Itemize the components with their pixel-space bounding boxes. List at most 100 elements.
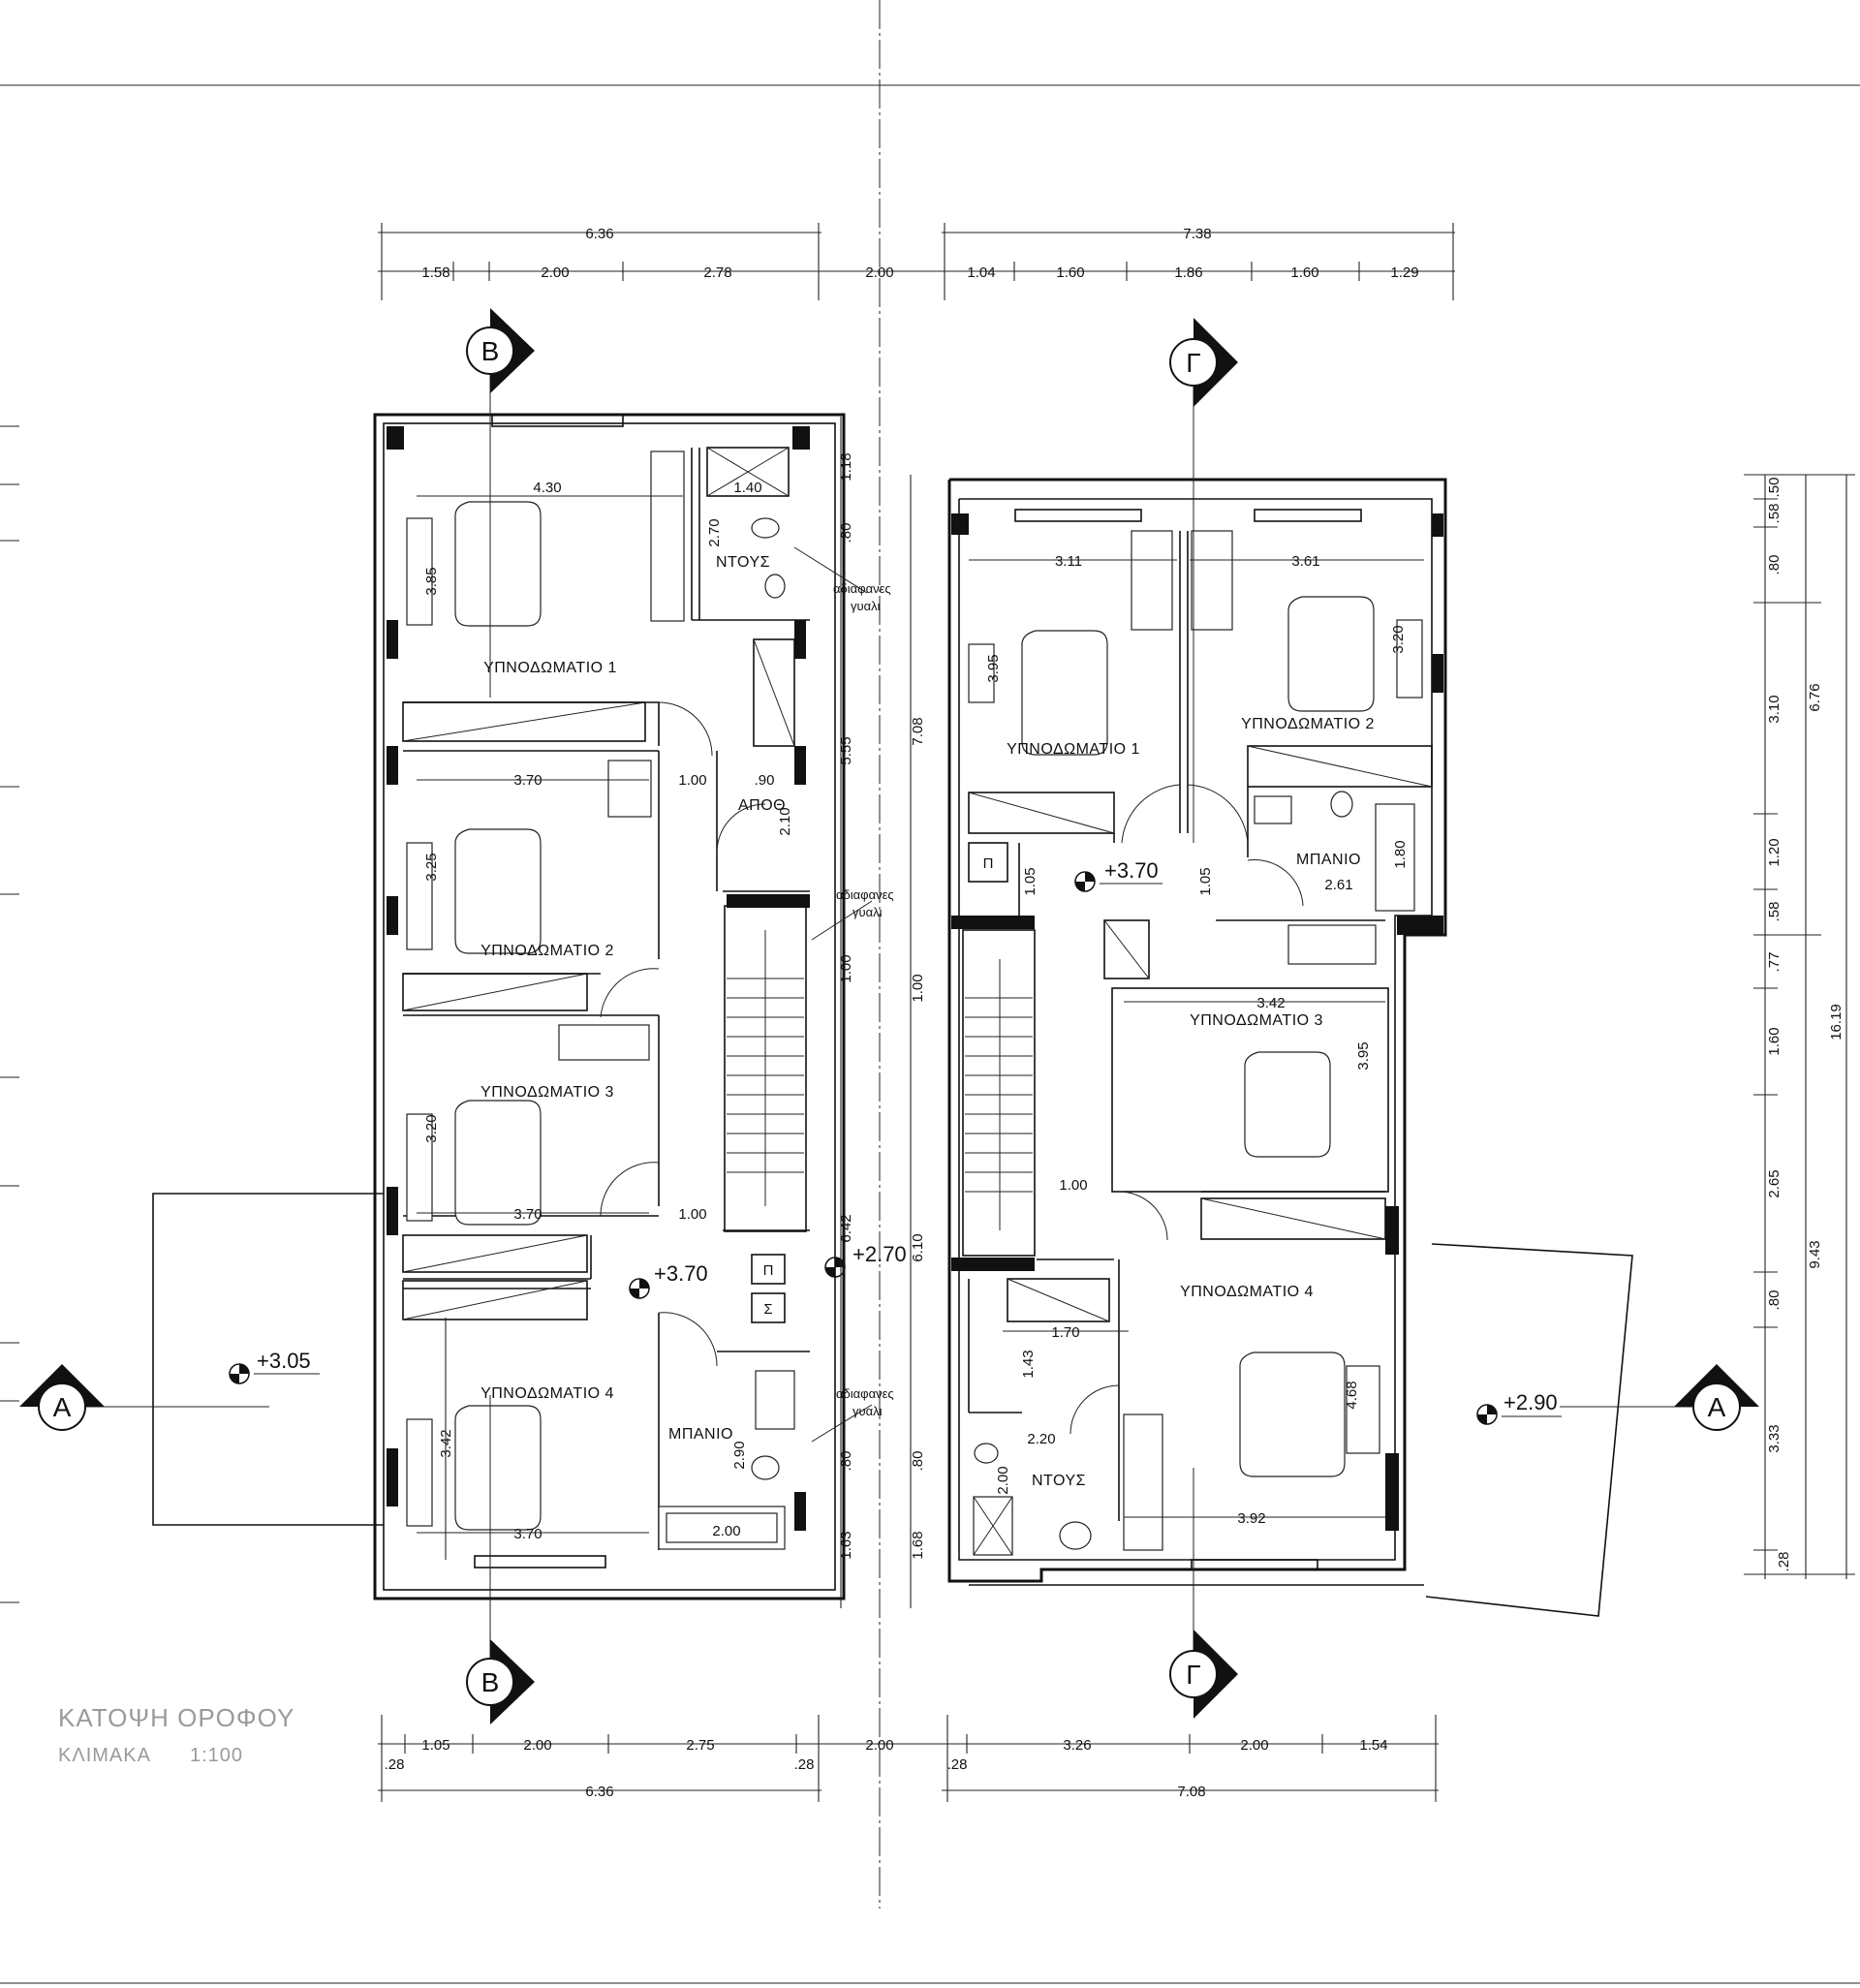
left-dim-top-0: 1.58: [421, 264, 450, 281]
right-level-hall: +3.70: [1074, 858, 1162, 892]
svg-text:1.63: 1.63: [838, 1531, 854, 1559]
section-marker-b-top: B: [466, 308, 535, 698]
right-outer-wall: [947, 478, 1447, 1583]
left-dim-bed4-w: 3.70: [513, 1526, 542, 1542]
svg-text:+2.90: +2.90: [1504, 1390, 1558, 1414]
svg-text:1.60: 1.60: [1766, 1027, 1782, 1055]
gap-dim-top: 2.00: [865, 264, 893, 281]
gap-dim-bottom: 2.00: [865, 1737, 893, 1754]
left-dim-bed1-h: 3.85: [423, 567, 440, 595]
svg-text:9.43: 9.43: [1807, 1240, 1823, 1268]
svg-text:1.00: 1.00: [838, 954, 854, 982]
svg-text:3.10: 3.10: [1766, 695, 1782, 723]
left-dim-bed3-w: 3.70: [513, 1206, 542, 1223]
right-dim-wc-a: 1.05: [1022, 867, 1038, 895]
scale-value: 1:100: [190, 1745, 243, 1766]
svg-text:.58: .58: [1766, 504, 1782, 524]
right-dim-top-2: 1.86: [1174, 264, 1202, 281]
right-dim-bed4-h: 4.68: [1344, 1381, 1360, 1409]
svg-text:.80: .80: [838, 1451, 854, 1472]
left-bath-label: ΜΠΑΝΙΟ: [668, 1426, 733, 1443]
left-level-hall: +3.70: [629, 1261, 708, 1299]
right-dim-bottom-1: 2.00: [1240, 1737, 1268, 1754]
svg-text:1.20: 1.20: [1766, 838, 1782, 866]
right-dim-door: 1.00: [1059, 1177, 1087, 1194]
right-stair-treads: [965, 997, 1033, 1193]
svg-text:+3.70: +3.70: [1104, 858, 1159, 883]
svg-text:+3.05: +3.05: [257, 1349, 311, 1373]
svg-text:.80: .80: [1766, 1290, 1782, 1311]
svg-text:7.08: 7.08: [910, 717, 926, 745]
right-dim-bottom-total: 7.08: [1177, 1784, 1205, 1800]
section-marker-b-bottom: B: [466, 1395, 535, 1724]
right-bath-label: ΜΠΑΝΙΟ: [1296, 852, 1361, 868]
left-symbol-s: Σ: [763, 1301, 772, 1318]
right-dim-bed2-w: 3.61: [1291, 553, 1319, 570]
left-column: [387, 426, 404, 450]
svg-text:+3.70: +3.70: [654, 1261, 708, 1286]
left-glass-note-2a: αδιαφανες: [836, 887, 894, 902]
right-dim-bottom-2: 1.54: [1359, 1737, 1387, 1754]
left-glass-note-3a: αδιαφανες: [836, 1386, 894, 1401]
left-glass-note-3b: γυαλι: [852, 1404, 883, 1418]
left-terrace-outline: [152, 1193, 384, 1526]
right-symbol-p: Π: [983, 855, 994, 872]
right-inner-wall: [958, 498, 1433, 1561]
left-window-bottom: [474, 1555, 606, 1569]
right-dim-bath-w: 2.61: [1324, 877, 1352, 893]
svg-text:16.19: 16.19: [1828, 1004, 1844, 1041]
side-dim-chain: .50 .58 .80 3.10 1.20 .58 .77 1.60 2.65 …: [1766, 478, 1844, 1572]
side-dim-ticks: [1744, 474, 1855, 1575]
svg-text:6.76: 6.76: [1807, 683, 1823, 711]
right-bedroom-3-label: ΥΠΝΟΔΩΜΑΤΙΟ 3: [1190, 1012, 1323, 1029]
svg-text:.28: .28: [1776, 1552, 1792, 1572]
left-level-terrace: +3.05: [229, 1349, 320, 1384]
svg-text:3.33: 3.33: [1766, 1424, 1782, 1452]
right-level-terrace: +2.90: [1476, 1390, 1562, 1425]
right-dim-top-0: 1.04: [967, 264, 995, 281]
left-dim-bed2-h: 3.25: [423, 853, 440, 881]
right-dim-bottom-small: .28: [947, 1756, 968, 1773]
right-bedroom-4-label: ΥΠΝΟΔΩΜΑΤΙΟ 4: [1180, 1284, 1314, 1300]
left-stair-treads: [727, 978, 804, 1173]
left-dim-bed3-h: 3.20: [423, 1114, 440, 1142]
left-dim-bottom-small-b: .28: [794, 1756, 815, 1773]
svg-text:B: B: [481, 1667, 500, 1697]
section-marker-g-top: Γ: [1169, 318, 1238, 843]
drawing-title: ΚΑΤΟΨΗ ΟΡΟΦΟΥ: [58, 1703, 294, 1732]
right-dim-top-total: 7.38: [1183, 226, 1211, 242]
left-dim-shower-h: 2.70: [706, 518, 723, 546]
left-inner-wall: [383, 422, 836, 1591]
right-dim-bed4-w: 3.92: [1237, 1510, 1265, 1527]
svg-text:1.68: 1.68: [910, 1531, 926, 1559]
left-symbol-p: Π: [763, 1262, 774, 1279]
left-window-top: [491, 414, 624, 427]
left-dim-storage-h: 2.10: [777, 807, 793, 835]
left-shower-label: ΝΤΟΥΣ: [716, 554, 770, 571]
left-bedroom-3-label: ΥΠΝΟΔΩΜΑΤΙΟ 3: [480, 1084, 614, 1101]
right-dim-shower-w2: 2.20: [1027, 1431, 1055, 1447]
right-window-top: [1014, 509, 1142, 522]
svg-text:.50: .50: [1766, 478, 1782, 498]
svg-text:6.10: 6.10: [910, 1233, 926, 1261]
svg-text:1.00: 1.00: [910, 974, 926, 1002]
left-dim-bottom-0: 1.05: [421, 1737, 450, 1754]
svg-text:+2.70: +2.70: [852, 1242, 907, 1266]
svg-text:B: B: [481, 336, 500, 366]
left-edge-ticks: [0, 425, 19, 1603]
left-bedroom-4-label: ΥΠΝΟΔΩΜΑΤΙΟ 4: [480, 1385, 614, 1402]
right-dim-bath-h: 1.80: [1392, 840, 1409, 868]
svg-text:A: A: [1708, 1392, 1726, 1422]
section-marker-a-left: A: [19, 1364, 269, 1431]
right-dim-bed1-w: 3.11: [1055, 553, 1082, 570]
right-shower-label: ΝΤΟΥΣ: [1032, 1473, 1086, 1489]
right-dim-bed1-h: 3.95: [985, 654, 1002, 682]
left-dim-bath-w: 2.00: [712, 1523, 740, 1539]
svg-text:Γ: Γ: [1186, 348, 1200, 378]
svg-text:Γ: Γ: [1186, 1660, 1200, 1690]
left-level-stair: +2.70: [824, 1242, 907, 1278]
left-dim-bottom-1: 2.00: [523, 1737, 551, 1754]
right-dim-shower-h: 1.43: [1020, 1350, 1037, 1378]
svg-text:.80: .80: [838, 523, 854, 544]
